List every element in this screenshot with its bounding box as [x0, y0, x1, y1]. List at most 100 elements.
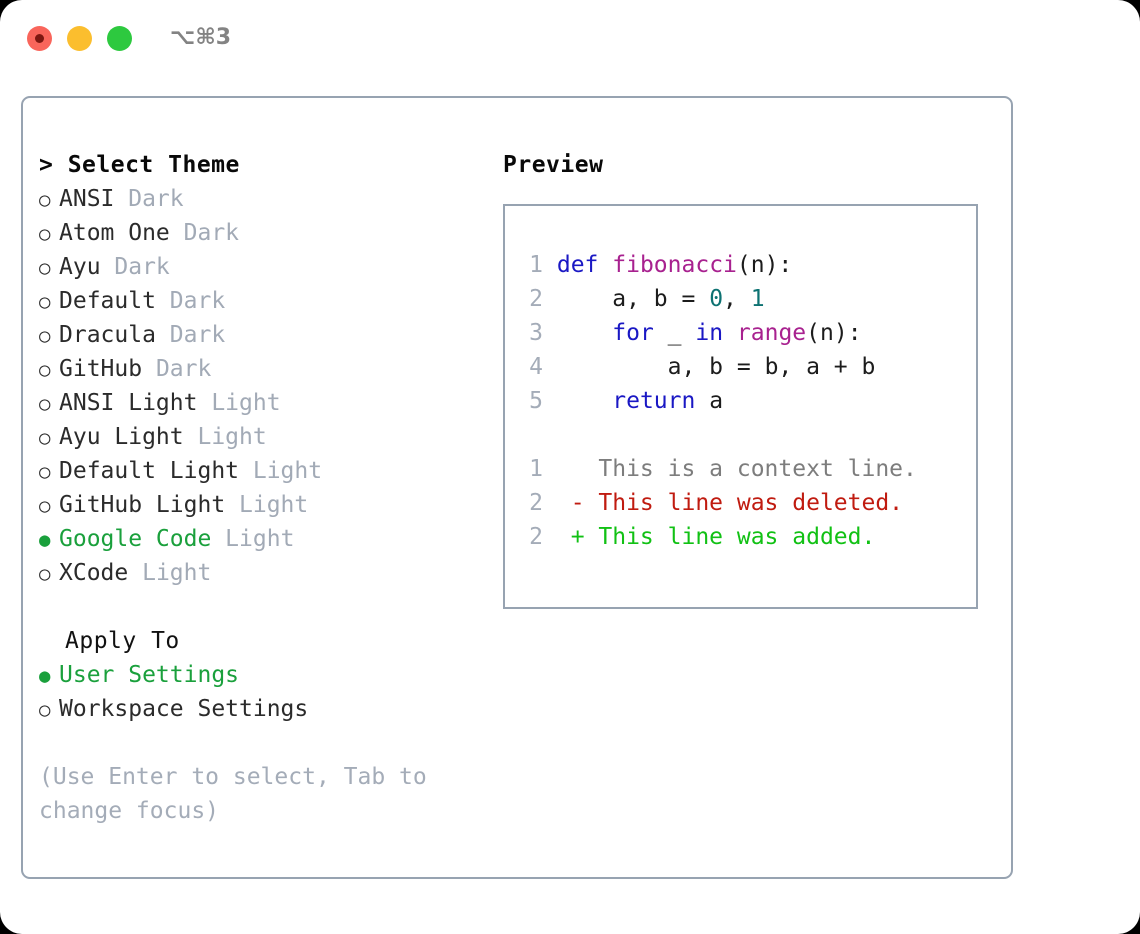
recording-indicator-icon	[35, 34, 44, 43]
theme-option[interactable]: ○ Default Light Light	[39, 454, 489, 488]
theme-option-tag: Dark	[100, 254, 170, 280]
line-number: 3	[529, 320, 543, 346]
theme-option[interactable]: ○ ANSI Dark	[39, 182, 489, 216]
line-number: 5	[529, 388, 543, 414]
select-theme-header: > Select Theme	[39, 152, 240, 178]
theme-option[interactable]: ○ XCode Light	[39, 556, 489, 590]
theme-option-tag: Dark	[169, 220, 240, 246]
code-line: 3 for _ in range(n):	[521, 316, 970, 350]
theme-option-name: XCode	[59, 560, 129, 586]
code-token: a, b =	[556, 286, 710, 312]
theme-option[interactable]: ○Ayu Dark	[39, 250, 489, 284]
theme-option-tag: Light	[239, 458, 323, 484]
theme-option-name: Ayu	[59, 254, 101, 280]
apply-to-list[interactable]: ● User Settings ○Workspace Settings	[39, 658, 489, 726]
code-token: return	[612, 388, 696, 414]
radio-selected-icon: ●	[39, 529, 51, 551]
radio-unselected-icon: ○	[39, 461, 51, 483]
theme-option-name: Default	[59, 288, 156, 314]
line-number: 4	[529, 354, 543, 380]
code-token: 1	[750, 286, 765, 312]
theme-option[interactable]: ○ Default Dark	[39, 284, 489, 318]
line-number: 2	[529, 286, 543, 312]
theme-option-name: Ayu Light	[59, 424, 184, 450]
code-token: _	[653, 320, 696, 346]
theme-option-tag: Light	[197, 390, 281, 416]
diff-line-text: - This line was deleted.	[543, 490, 904, 516]
radio-unselected-icon: ○	[39, 189, 51, 211]
theme-option-name: Default Light	[59, 458, 240, 484]
radio-unselected-icon: ○	[39, 699, 51, 721]
theme-option-name: ANSI Light	[59, 390, 198, 416]
code-line: 2 a, b = 0, 1	[521, 282, 970, 316]
radio-unselected-icon: ○	[39, 291, 51, 313]
code-line: 4 a, b = b, a + b	[521, 350, 970, 384]
theme-list[interactable]: ○ANSI Dark○Atom One Dark○Ayu Dark○Defaul…	[39, 182, 489, 590]
code-diff-spacer	[521, 418, 970, 452]
code-token: a	[695, 388, 724, 414]
theme-option-tag: Light	[128, 560, 212, 586]
theme-option[interactable]: ○Ayu Light Light	[39, 420, 489, 454]
theme-option[interactable]: ○ ANSI Light Light	[39, 386, 489, 420]
apply-to-option[interactable]: ○Workspace Settings	[39, 692, 489, 726]
preview-column: Preview 1 def fibonacci(n):2 a, b = 0, 1…	[503, 148, 1003, 609]
diff-line: 1 This is a context line.	[521, 452, 970, 486]
line-number: 2	[529, 490, 543, 516]
radio-selected-icon: ●	[39, 665, 51, 687]
diff-line-text: This is a context line.	[543, 456, 917, 482]
theme-option[interactable]: ○Atom One Dark	[39, 216, 489, 250]
theme-option-name: GitHub	[59, 356, 143, 382]
radio-unselected-icon: ○	[39, 563, 51, 585]
theme-option-tag: Light	[211, 526, 295, 552]
code-token: in	[695, 320, 724, 346]
code-token: range	[736, 320, 807, 346]
code-token	[723, 320, 737, 346]
code-line: 5 return a	[521, 384, 970, 418]
code-token: fibonacci	[612, 252, 737, 278]
hint-text: (Use Enter to select, Tab to change focu…	[39, 764, 427, 824]
theme-option-name: GitHub Light	[59, 492, 226, 518]
code-token	[557, 388, 612, 414]
radio-unselected-icon: ○	[39, 325, 51, 347]
theme-option[interactable]: ○ GitHub Light Light	[39, 488, 489, 522]
theme-option-tag: Dark	[142, 356, 212, 382]
theme-option[interactable]: ● Google Code Light	[39, 522, 489, 556]
radio-unselected-icon: ○	[39, 495, 51, 517]
title-bar: ⌥⌘3	[0, 0, 1140, 76]
radio-unselected-icon: ○	[39, 393, 51, 415]
theme-option-tag: Dark	[114, 186, 184, 212]
theme-option-name: ANSI	[59, 186, 115, 212]
main-panel: > Select Theme ○ANSI Dark○Atom One Dark○…	[21, 96, 1013, 879]
line-number: 2	[529, 524, 543, 550]
code-token	[598, 252, 612, 278]
theme-option[interactable]: ○ Dracula Dark	[39, 318, 489, 352]
theme-option-name: Google Code	[59, 526, 212, 552]
radio-unselected-icon: ○	[39, 427, 51, 449]
diff-line: 2 - This line was deleted.	[521, 486, 970, 520]
theme-option-tag: Light	[225, 492, 309, 518]
minimize-window-button[interactable]	[67, 26, 92, 51]
code-token: for	[612, 320, 654, 346]
theme-option-name: Dracula	[59, 322, 156, 348]
line-number: 1	[529, 252, 543, 278]
theme-option-tag: Dark	[155, 288, 226, 314]
theme-option-name: Atom One	[59, 220, 170, 246]
diff-line: 2 + This line was added.	[521, 520, 970, 554]
code-token: ,	[723, 286, 751, 312]
keyboard-shortcut-label: ⌥⌘3	[170, 25, 232, 50]
radio-unselected-icon: ○	[39, 359, 51, 381]
theme-option[interactable]: ○ GitHub Dark	[39, 352, 489, 386]
apply-to-header: Apply To	[65, 628, 180, 654]
code-token	[557, 320, 612, 346]
preview-title: Preview	[503, 152, 604, 178]
maximize-window-button[interactable]	[107, 26, 132, 51]
theme-option-tag: Dark	[155, 322, 226, 348]
code-token: def	[556, 252, 599, 278]
apply-to-option-label: User Settings	[59, 662, 240, 688]
line-number: 1	[529, 456, 543, 482]
code-line: 1 def fibonacci(n):	[521, 248, 970, 282]
code-token: a, b = b, a + b	[556, 354, 876, 380]
apply-to-option[interactable]: ● User Settings	[39, 658, 489, 692]
theme-picker-column: > Select Theme ○ANSI Dark○Atom One Dark○…	[39, 148, 489, 828]
